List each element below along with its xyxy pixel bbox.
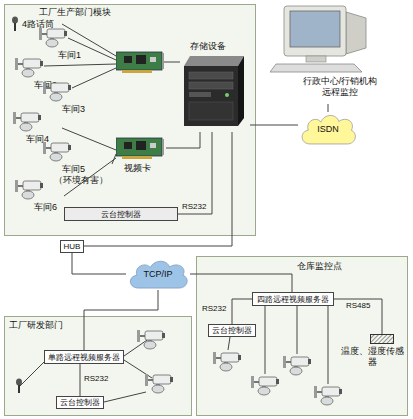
camera: 车间1 xyxy=(36,26,88,62)
camera: 车间3 xyxy=(40,80,92,114)
mon-symbol xyxy=(270,6,366,72)
ptz-controller: 云台控制器 xyxy=(208,324,256,337)
cam-symbol xyxy=(43,142,71,161)
ptz-controller: 云台控制器 xyxy=(64,207,178,221)
cam-symbol xyxy=(14,56,44,78)
mic-symbol xyxy=(10,16,20,32)
cam-symbol xyxy=(15,180,43,199)
network-cloud: ISDN xyxy=(298,112,358,146)
node-label: 云台控制器 xyxy=(212,325,252,336)
connector xyxy=(72,253,126,274)
cam-symbol xyxy=(15,58,43,77)
card-symbol xyxy=(116,136,164,160)
cloudB-symbol xyxy=(130,261,187,288)
region-panel: 工厂研发部门单路远程视频服务器云台控制器 xyxy=(4,316,192,416)
edge-label: RS485 xyxy=(346,301,370,311)
node-label: 云台控制器 xyxy=(101,209,141,220)
cam-symbol xyxy=(38,26,68,48)
node-label: 云台控制器 xyxy=(60,397,100,408)
edge-label: RS232 xyxy=(202,304,226,314)
card-symbol xyxy=(116,138,164,159)
cam-symbol xyxy=(12,110,42,132)
video-card: 视频卡 xyxy=(116,136,166,176)
node-label: 视频卡 xyxy=(124,163,160,174)
mon-symbol xyxy=(270,4,370,74)
sensor: 温度、湿度传感器 xyxy=(340,334,404,368)
region-panel: 仓库监控点四路远程视频服务器云台控制器温度、湿度传感器 xyxy=(196,256,408,416)
edge-label: RS232 xyxy=(84,374,108,384)
network-cloud: TCP/IP xyxy=(126,258,190,290)
cam-symbol xyxy=(14,178,44,200)
camera: 车间5（环境有害） xyxy=(40,140,112,188)
node-label: 行政中心/行销机构远程监控 xyxy=(300,76,380,98)
cloudY-symbol xyxy=(302,115,355,143)
node-label: ISDN xyxy=(317,124,339,134)
node-label: 四路远程视频服务器 xyxy=(257,294,329,305)
connector xyxy=(328,104,329,112)
pc-symbol xyxy=(180,54,246,130)
ptz-controller: 云台控制器 xyxy=(56,396,104,409)
edge-label: RS232 xyxy=(182,202,206,212)
hub-box: HUB xyxy=(60,240,84,253)
node-label: TCP/IP xyxy=(143,269,172,279)
node-label: 车间6 xyxy=(34,202,64,213)
monitor-station: 行政中心/行销机构远程监控 xyxy=(262,4,380,104)
camera: 车间6 xyxy=(12,178,64,214)
cam-symbol xyxy=(42,80,72,102)
node-label: 存储设备 xyxy=(190,41,240,52)
node-label: 车间3 xyxy=(62,104,92,115)
storage-server: 存储设备 xyxy=(176,40,250,132)
cam-symbol xyxy=(43,82,71,101)
video-server-box: 四路远程视频服务器 xyxy=(252,292,334,306)
node-label: 车间5 xyxy=(62,164,102,175)
node-label: 车间1 xyxy=(58,50,88,61)
cam-symbol xyxy=(39,28,67,47)
mic-symbol xyxy=(12,17,18,32)
sens-symbol xyxy=(371,335,394,344)
region-title: 工厂研发部门 xyxy=(9,320,89,331)
cam-symbol xyxy=(42,140,72,162)
pc-symbol xyxy=(184,56,244,126)
region-panel: 工厂生产部门模块4路话筒车间1车间2车间3车间4车间5（环境有害）车间6视频卡存… xyxy=(4,4,256,236)
region-title: 工厂生产部门模块 xyxy=(39,7,159,18)
region-title: 仓库监控点 xyxy=(297,261,377,272)
node-label: 4路话筒 xyxy=(22,19,66,30)
camera: 车间4 xyxy=(10,110,62,146)
video-server-box: 单路远程视频服务器 xyxy=(44,350,124,364)
node-label: 温度、湿度传感器 xyxy=(340,346,404,368)
cam-symbol xyxy=(13,112,41,131)
node-label: （环境有害） xyxy=(54,175,112,186)
node-label: HUB xyxy=(64,242,81,251)
connector xyxy=(250,125,298,126)
node-label: 单路远程视频服务器 xyxy=(48,352,120,363)
sens-symbol xyxy=(370,334,394,344)
